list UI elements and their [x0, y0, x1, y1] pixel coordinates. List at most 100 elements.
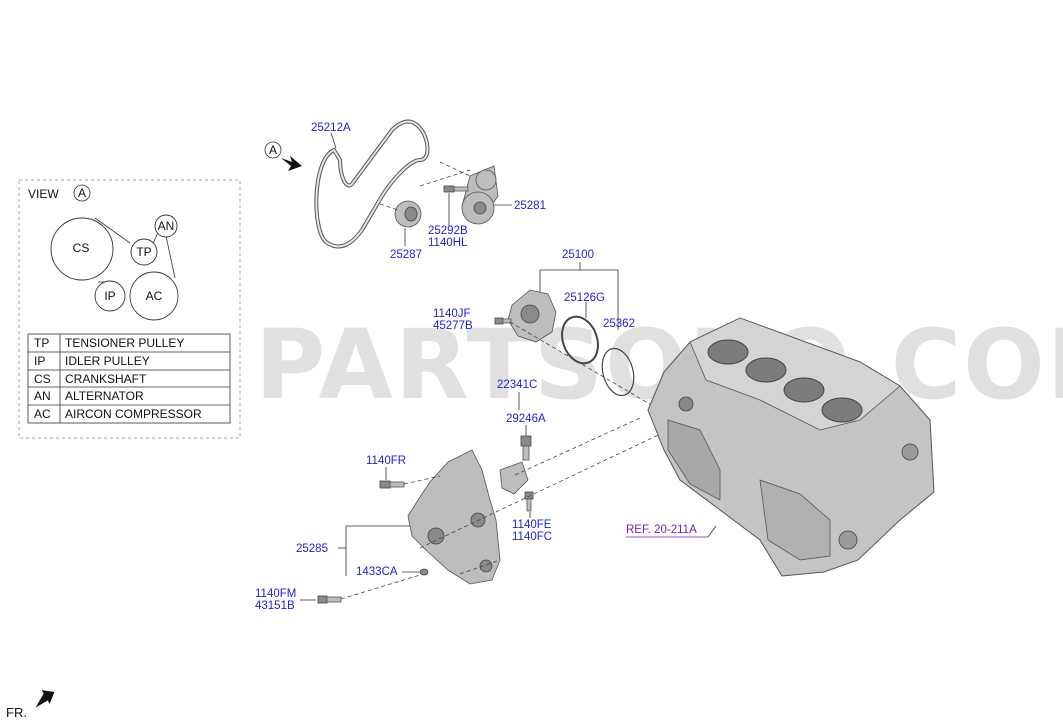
dash-line [514, 417, 641, 476]
gasket [561, 315, 599, 365]
bolt-head [494, 317, 504, 325]
idler-pulley [394, 200, 422, 228]
tensioner [461, 165, 499, 225]
label-25212a[interactable]: 25212A [311, 122, 351, 134]
cylinder-bore [707, 339, 749, 365]
legend-code: IP [34, 354, 45, 368]
label-25362[interactable]: 25362 [603, 318, 635, 330]
bolt-shank [326, 596, 342, 603]
label-43151b[interactable]: 43151B [255, 600, 295, 612]
label-25100[interactable]: 25100 [562, 249, 594, 261]
legend-code: TP [34, 336, 49, 350]
bolt-head [524, 491, 534, 500]
legend-name: AIRCON COMPRESSOR [65, 407, 202, 421]
legend-code: AN [34, 389, 51, 403]
dash-line [459, 559, 501, 575]
bolt-head [379, 480, 391, 489]
legend-code: AC [34, 407, 51, 421]
dash-line [403, 475, 441, 485]
label-25285[interactable]: 25285 [296, 543, 328, 555]
label-1140fm[interactable]: 1140FM [255, 588, 296, 600]
label-22341c[interactable]: 22341C [497, 379, 537, 391]
label-1140fc[interactable]: 1140FC [512, 531, 552, 543]
label-45277b[interactable]: 45277B [433, 320, 473, 332]
accessory-bracket [407, 449, 529, 585]
pulley-ac-label: AC [146, 289, 163, 303]
legend-border [27, 333, 231, 424]
dash-line [379, 203, 399, 211]
bolt-shank [526, 498, 532, 512]
pulley-ip-label: IP [104, 289, 115, 303]
tensioner-hub [473, 201, 487, 215]
label-25287[interactable]: 25287 [390, 249, 422, 261]
block-front-face [667, 419, 721, 501]
group-bracket-25100 [539, 269, 619, 330]
legend-table: TP TENSIONER PULLEY IP IDLER PULLEY CS C… [27, 333, 231, 424]
legend-name: IDLER PULLEY [65, 354, 150, 368]
label-1140fr[interactable]: 1140FR [366, 455, 406, 467]
pulley-ac [129, 271, 179, 321]
view-a-marker-circle [264, 141, 282, 159]
front-direction-marker: FR. [6, 690, 55, 720]
view-marker-circle [73, 184, 91, 202]
pulley-cs-label: CS [73, 241, 90, 255]
block-port [678, 396, 694, 412]
bracket-body [407, 449, 501, 585]
label-25281[interactable]: 25281 [514, 200, 546, 212]
water-pump-hub [520, 304, 540, 324]
idler-hub [404, 206, 418, 222]
water-pump [507, 289, 557, 343]
front-label: FR. [6, 705, 27, 720]
bolt-shank [453, 186, 469, 192]
tensioner-bolt [443, 185, 469, 193]
cylinder-bore [783, 377, 825, 403]
label-25126g[interactable]: 25126G [564, 292, 605, 304]
drive-belt [314, 119, 430, 249]
bracket-boss [479, 559, 493, 573]
legend-name: ALTERNATOR [65, 389, 144, 403]
leader-line [707, 525, 717, 538]
bracket-bolt-fm [317, 595, 342, 604]
legend-code: CS [34, 372, 51, 386]
bolt-shank [502, 318, 512, 324]
view-marker-label: A [78, 186, 86, 200]
block-port [838, 530, 858, 550]
view-box-border [18, 179, 241, 439]
label-29246a[interactable]: 29246A [506, 413, 546, 425]
view-a-marker-label: A [269, 143, 277, 157]
dowel-pin [419, 568, 429, 576]
sensor-body [522, 445, 530, 461]
engine-block [647, 317, 935, 577]
pulley-an-label: AN [158, 219, 175, 233]
pulley-tp [130, 238, 158, 266]
block-skirt [759, 479, 831, 561]
label-25292b[interactable]: 25292B [428, 225, 468, 237]
cylinder-bore [821, 397, 863, 423]
dash-line [419, 419, 691, 549]
pulley-tp-label: TP [136, 245, 151, 259]
tensioner-base [475, 169, 497, 191]
block-port [901, 443, 919, 461]
view-title: VIEW [28, 187, 59, 201]
label-1140jf[interactable]: 1140JF [433, 308, 471, 320]
legend-name: TENSIONER PULLEY [65, 336, 184, 350]
water-pump-bolt [494, 317, 512, 325]
group-bracket-25285 [345, 525, 410, 548]
label-1140hl[interactable]: 1140HL [428, 237, 468, 249]
view-a-arrow: A [264, 141, 302, 171]
dash-line [419, 169, 471, 187]
sensor-connector [520, 435, 532, 447]
bracket-boss [470, 512, 486, 528]
bolt-head [443, 185, 455, 193]
label-1140fe[interactable]: 1140FE [512, 519, 552, 531]
leader-line [330, 132, 337, 149]
dash-line [340, 574, 421, 600]
temp-sensor [520, 435, 532, 461]
label-1433ca[interactable]: 1433CA [356, 566, 398, 578]
bracket-bolt-fr [379, 480, 405, 489]
front-arrow-icon [35, 690, 55, 708]
view-a-box: VIEW A CS TP AN IP AC TP TENSIONER PULLE… [18, 179, 241, 439]
legend-name: CRANKSHAFT [65, 372, 147, 386]
ref-label[interactable]: REF. 20-211A [626, 524, 697, 536]
